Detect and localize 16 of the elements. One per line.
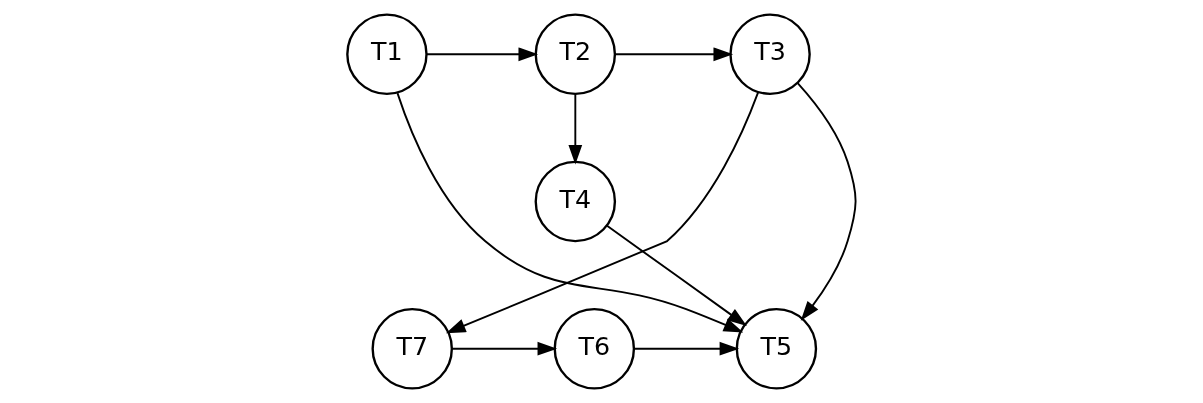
arrow [445, 91, 759, 334]
node-circle: T6 [553, 307, 636, 390]
node-circle: T4 [534, 160, 617, 243]
arrow [451, 341, 558, 356]
arrow [425, 47, 539, 62]
arrow [605, 224, 747, 326]
node-circle: T5 [735, 307, 818, 390]
node-circle: T7 [371, 307, 453, 390]
arrow [796, 82, 857, 321]
arrow [614, 47, 734, 62]
arrow [396, 92, 744, 333]
node-circle: T1 [346, 13, 428, 96]
node-circle: T3 [729, 13, 811, 96]
arrow [633, 341, 740, 356]
arrow [568, 93, 583, 165]
node-circle: T2 [534, 13, 617, 96]
